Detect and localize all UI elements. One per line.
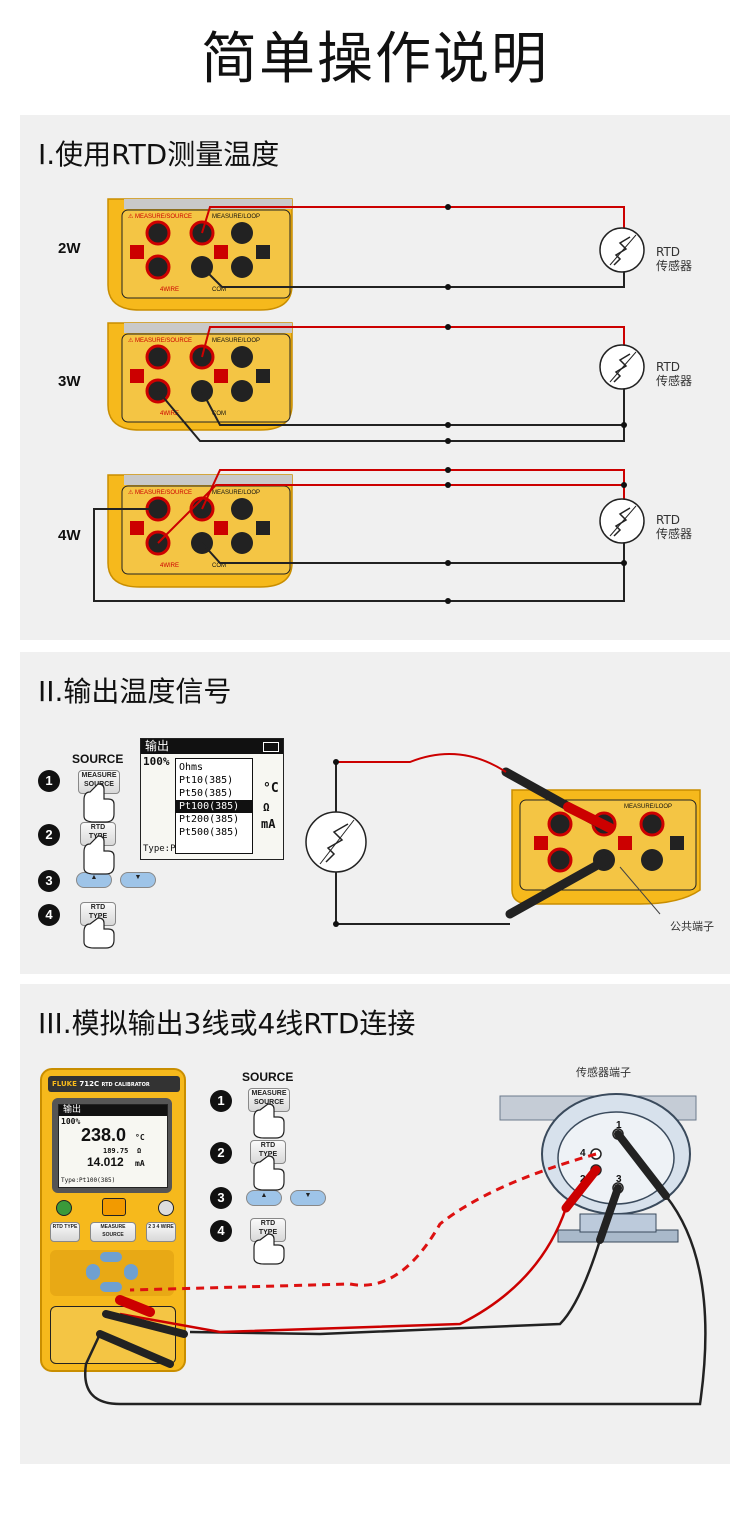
step-4-badge-3: 4 bbox=[210, 1220, 232, 1242]
down-arrow-button-3[interactable]: ▼ bbox=[290, 1190, 326, 1206]
lcd-percent: 100% bbox=[143, 755, 170, 768]
row-label-2w: 2W bbox=[58, 240, 81, 257]
svg-text:COM: COM bbox=[212, 411, 226, 417]
menu-item-ohms[interactable]: Ohms bbox=[179, 762, 204, 773]
section-1-title: I.使用RTD测量温度 bbox=[38, 138, 280, 171]
device-type-line: Type:Pt100(385) bbox=[61, 1177, 116, 1184]
step-1-badge-3: 1 bbox=[210, 1090, 232, 1112]
simulation-wiring-diagram: 1 4 2 3 bbox=[83, 1093, 707, 1406]
step-1-badge: 1 bbox=[38, 770, 60, 792]
device-main-value: 238.0 bbox=[81, 1125, 127, 1145]
menu-item-pt200[interactable]: Pt200(385) bbox=[179, 814, 240, 825]
rtd-symbol-4w bbox=[599, 498, 645, 544]
device-nav-down[interactable] bbox=[100, 1282, 122, 1292]
rtd-symbol-2w bbox=[599, 227, 645, 273]
output-wiring-diagram: MEASURE/LOOP bbox=[305, 753, 701, 927]
step-2-badge: 2 bbox=[38, 824, 60, 846]
device-nav-up[interactable] bbox=[100, 1252, 122, 1262]
device-rtd-type-button[interactable]: RTD TYPE bbox=[50, 1222, 80, 1242]
device-main-unit: °C bbox=[135, 1133, 145, 1142]
svg-text:MEASURE/LOOP: MEASURE/LOOP bbox=[624, 804, 672, 810]
svg-text:⚠ MEASURE/SOURCE: ⚠ MEASURE/SOURCE bbox=[128, 337, 192, 344]
source-label-3: SOURCE bbox=[242, 1070, 294, 1084]
device-module-4w: ⚠ MEASURE/SOURCE MEASURE/LOOP 4WIRE COM bbox=[107, 474, 293, 588]
device-nav-left[interactable] bbox=[86, 1264, 100, 1280]
device-sub-unit: Ω bbox=[137, 1147, 142, 1155]
menu-item-pt500[interactable]: Pt500(385) bbox=[179, 827, 240, 838]
svg-text:3: 3 bbox=[616, 1174, 622, 1185]
device-lcd-percent: 100% bbox=[61, 1117, 81, 1126]
rtd-symbol-3w bbox=[599, 344, 645, 390]
device-module-2w: ⚠ MEASURE/SOURCE MEASURE/LOOP 4WIRE COM bbox=[107, 198, 293, 311]
device-sub-value: 189.75 bbox=[103, 1147, 129, 1155]
lcd-header: 输出 bbox=[141, 739, 283, 754]
down-arrow-button[interactable]: ▼ bbox=[120, 872, 156, 888]
device-ma-unit: mA bbox=[135, 1159, 145, 1168]
step-2-badge-3: 2 bbox=[210, 1142, 232, 1164]
device-header: FLUKE 712C RTD CALIBRATOR bbox=[48, 1076, 180, 1092]
page-title: 简单操作说明 bbox=[201, 27, 549, 92]
section-3-title: III.模拟输出3线或4线RTD连接 bbox=[38, 1007, 416, 1040]
svg-text:MEASURE/LOOP: MEASURE/LOOP bbox=[212, 490, 260, 496]
device-lcd-header: 输出 bbox=[59, 1105, 167, 1116]
device-module-3w: ⚠ MEASURE/SOURCE MEASURE/LOOP 4WIRE COM bbox=[107, 322, 293, 431]
svg-text:⚠ MEASURE/SOURCE: ⚠ MEASURE/SOURCE bbox=[128, 489, 192, 496]
center-button[interactable] bbox=[102, 1198, 126, 1216]
menu-item-pt10[interactable]: Pt10(385) bbox=[179, 775, 234, 786]
svg-text:1: 1 bbox=[616, 1120, 622, 1131]
svg-text:⚠ MEASURE/SOURCE: ⚠ MEASURE/SOURCE bbox=[128, 213, 192, 220]
svg-text:4: 4 bbox=[580, 1148, 586, 1159]
row-label-3w: 3W bbox=[58, 373, 81, 390]
rtd-wiring-diagram: ⚠ MEASURE/SOURCE MEASURE/LOOP 4WIRE COM … bbox=[93, 198, 645, 604]
row-label-4w: 4W bbox=[58, 527, 81, 544]
backlight-button[interactable] bbox=[158, 1200, 174, 1216]
device-wire-button[interactable]: 2 3 4 WIRE bbox=[146, 1222, 176, 1242]
section-2-title: II.输出温度信号 bbox=[38, 675, 232, 708]
device-ma-value: 14.012 bbox=[87, 1155, 124, 1169]
lcd-unit-c: °C bbox=[263, 781, 279, 796]
svg-text:4WIRE: 4WIRE bbox=[160, 563, 179, 569]
step-3-badge-3: 3 bbox=[210, 1187, 232, 1209]
svg-text:4WIRE: 4WIRE bbox=[160, 287, 179, 293]
lcd-unit-ma: mA bbox=[261, 817, 276, 831]
svg-text:MEASURE/LOOP: MEASURE/LOOP bbox=[212, 338, 260, 344]
step-3-badge: 3 bbox=[38, 870, 60, 892]
sensor-terminal-label: 传感器端子 bbox=[576, 1066, 631, 1079]
menu-item-pt50[interactable]: Pt50(385) bbox=[179, 788, 234, 799]
svg-text:COM: COM bbox=[212, 563, 226, 569]
menu-item-pt100[interactable]: Pt100(385) bbox=[176, 800, 252, 813]
battery-icon bbox=[263, 742, 279, 752]
rtd-type-menu[interactable]: Ohms Pt10(385) Pt50(385) Pt100(385) Pt20… bbox=[175, 758, 253, 854]
section-rtd-simulation: III.模拟输出3线或4线RTD连接 FLUKE 712C RTD CALIBR… bbox=[20, 984, 730, 1464]
svg-text:COM: COM bbox=[212, 287, 226, 293]
lcd-unit-ohm: Ω bbox=[263, 801, 270, 814]
power-button[interactable] bbox=[56, 1200, 72, 1216]
device-measure-source-button[interactable]: MEASURE SOURCE bbox=[90, 1222, 136, 1242]
svg-text:MEASURE/LOOP: MEASURE/LOOP bbox=[212, 214, 260, 220]
svg-text:4WIRE: 4WIRE bbox=[160, 411, 179, 417]
source-label: SOURCE bbox=[72, 752, 124, 766]
common-terminal-label: 公共端子 bbox=[670, 920, 714, 933]
finger-press-icons bbox=[83, 783, 115, 949]
step-4-badge: 4 bbox=[38, 904, 60, 926]
device-lcd: 输出 100% 238.0 °C 189.75 Ω 14.012 mA Type… bbox=[58, 1104, 168, 1188]
device-nav-right[interactable] bbox=[124, 1264, 138, 1280]
